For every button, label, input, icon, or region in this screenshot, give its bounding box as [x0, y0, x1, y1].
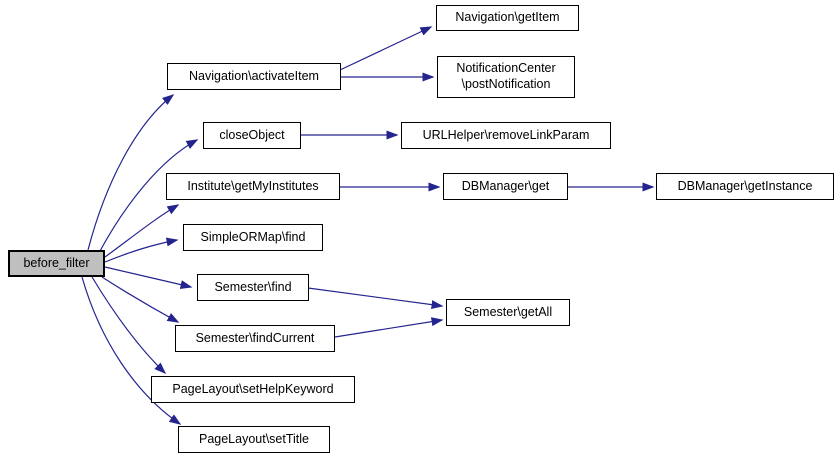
node-navigation-getitem[interactable]: Navigation\getItem	[436, 5, 579, 31]
edge-before_filter-getMyInstitutes	[104, 204, 180, 258]
node-semester-getall[interactable]: Semester\getAll	[446, 299, 570, 326]
edge-activateItem-getItem	[339, 26, 433, 71]
node-semester-find[interactable]: Semester\find	[197, 274, 309, 301]
node-dbmanager-getinstance[interactable]: DBManager\getInstance	[656, 173, 834, 200]
edge-before_filter-activateItem	[87, 94, 175, 251]
node-semester-findcurrent[interactable]: Semester\findCurrent	[175, 325, 335, 352]
node-dbmanager-get[interactable]: DBManager\get	[443, 173, 568, 200]
edge-before_filter-simpleORMapFind	[104, 237, 179, 263]
edge-before_filter-setHelpKeyword	[91, 276, 167, 375]
node-pagelayout-sethelpkeyword[interactable]: PageLayout\setHelpKeyword	[151, 376, 355, 403]
edge-semesterFind-getAll	[307, 287, 444, 310]
node-pagelayout-settitle[interactable]: PageLayout\setTitle	[178, 426, 330, 453]
edge-before_filter-findCurrent	[101, 276, 180, 323]
node-before-filter: before_filter	[8, 250, 105, 277]
edge-before_filter-closeObject	[99, 139, 199, 252]
node-simpleormap-find[interactable]: SimpleORMap\find	[183, 224, 323, 251]
node-closeobject[interactable]: closeObject	[203, 122, 301, 149]
node-navigation-activateitem[interactable]: Navigation\activateItem	[167, 63, 341, 90]
edge-before_filter-semesterFind	[104, 266, 193, 289]
edge-before_filter-setTitle	[81, 276, 182, 425]
node-institute-getmyinstitutes[interactable]: Institute\getMyInstitutes	[166, 173, 340, 200]
node-urlhelper-removelinkparam[interactable]: URLHelper\removeLinkParam	[401, 122, 611, 149]
edge-findCurrent-getAll	[334, 317, 444, 338]
node-notificationcenter-postnotification[interactable]: NotificationCenter \postNotification	[437, 56, 575, 98]
